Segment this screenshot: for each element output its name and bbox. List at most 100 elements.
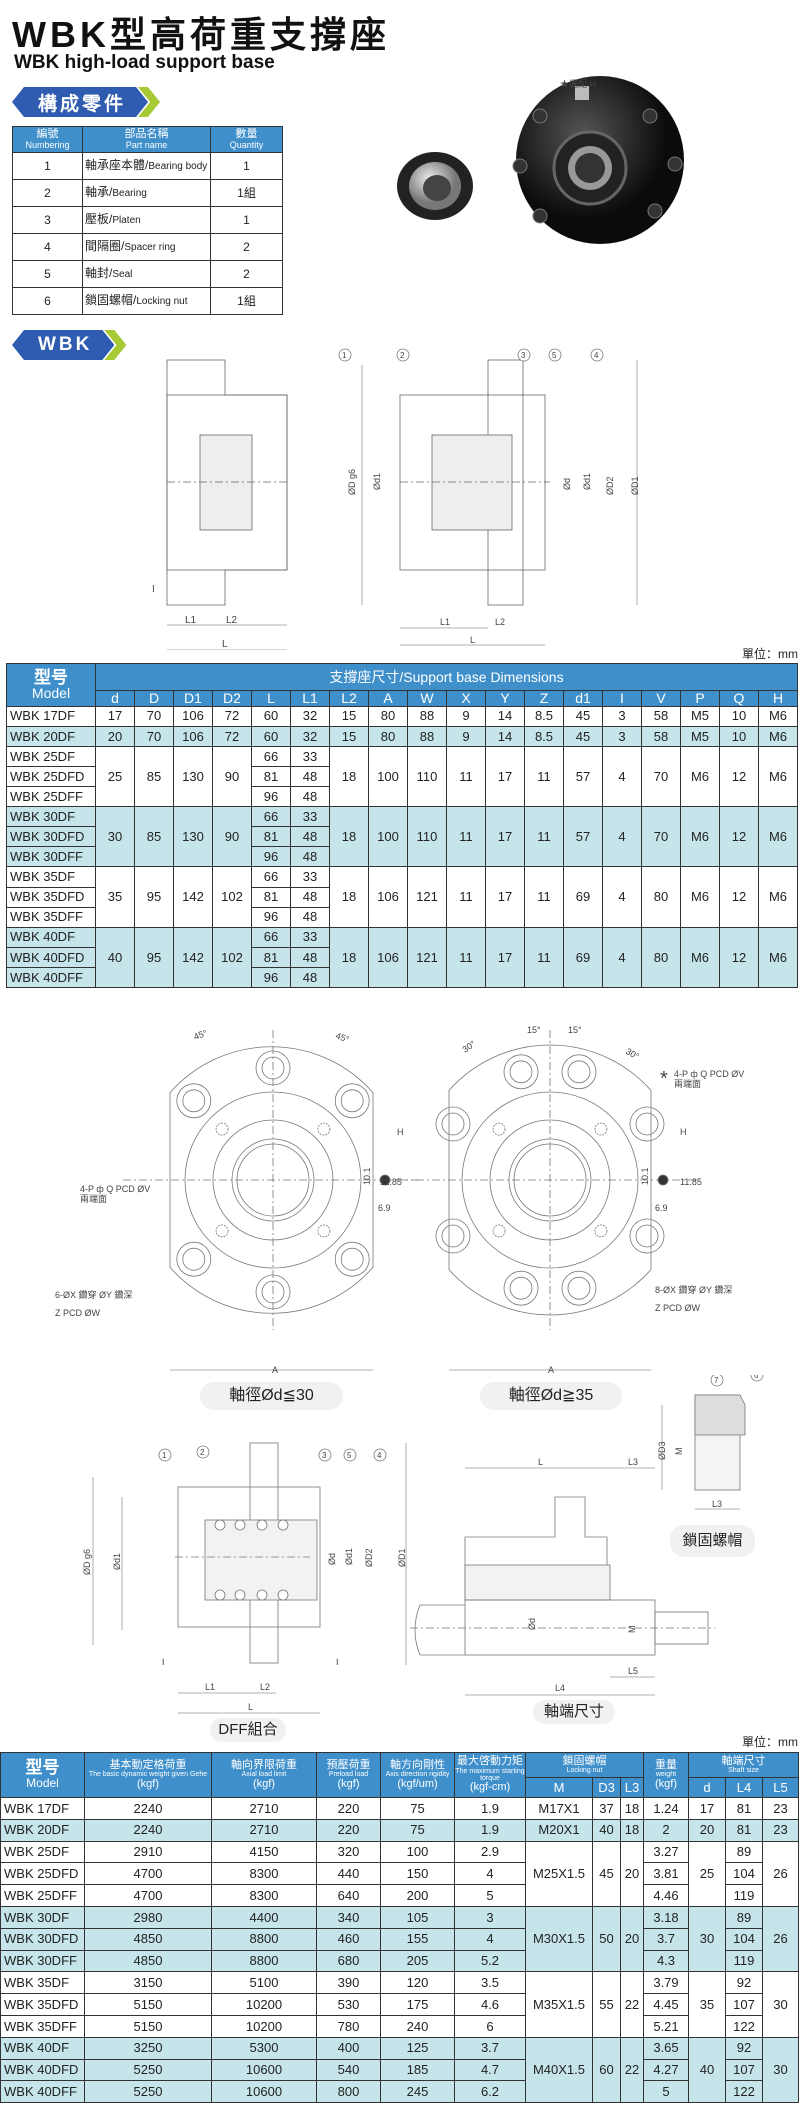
value-cell: 460 (316, 1927, 381, 1951)
svg-text:Ød: Ød (327, 1553, 337, 1565)
bolt-hole-inner (441, 1112, 465, 1136)
dimension-cell: 18 (329, 745, 369, 808)
value-cell: 4700 (84, 1862, 212, 1886)
dimension-cell: 58 (641, 725, 681, 747)
part-number: 3 (12, 206, 83, 234)
dimension-cell: 80 (368, 725, 408, 747)
part-name: 壓板/Platen (82, 206, 211, 234)
svg-text:11.85: 11.85 (680, 1177, 702, 1187)
dimension-cell: 106 (173, 705, 213, 727)
svg-text:30°: 30° (624, 1046, 641, 1062)
dimension-cell: 11 (446, 866, 486, 928)
value-cell: 5150 (84, 2014, 212, 2038)
dimension-cell: 110 (407, 806, 447, 868)
column-header-d: D (134, 690, 174, 707)
unit-label: 單位：mm (742, 1735, 798, 1749)
svg-text:ØD g6: ØD g6 (82, 1549, 92, 1575)
weight-cell: 3.79 (643, 1971, 689, 1995)
value-cell: 5 (454, 1884, 526, 1907)
value-cell: 8800 (211, 1949, 317, 1973)
caption-large-shaft: 軸徑Ød≧35 (480, 1382, 622, 1410)
dimension-cell: 80 (641, 866, 681, 928)
value-cell: 200 (380, 1884, 455, 1907)
header-l5: L5 (762, 1777, 799, 1798)
bolt-hole-inner (567, 1276, 591, 1300)
value-cell: 3250 (84, 2036, 212, 2060)
dimension-cell: 11 (524, 745, 564, 808)
dimension-cell: M5 (680, 725, 720, 747)
dimension-cell: M6 (758, 705, 798, 727)
column-header-l1: L1 (290, 690, 330, 707)
svg-text:L: L (538, 1457, 543, 1467)
svg-text:3: 3 (521, 351, 526, 360)
value-cell: 4.6 (454, 1993, 526, 2016)
shaft-d-cell: 35 (688, 1971, 726, 2038)
weight-cell: 4.46 (643, 1884, 689, 1907)
model-cell: WBK 25DF (6, 745, 96, 767)
model-cell: WBK 30DFD (0, 1927, 85, 1951)
dimension-cell: 18 (329, 806, 369, 868)
dimension-cell: 17 (485, 806, 525, 868)
value-cell: 75 (380, 1797, 455, 1820)
dimension-cell: 17 (485, 926, 525, 989)
bolt-hole-inner (567, 1060, 591, 1084)
dimension-cell-l1: 48 (290, 966, 330, 989)
dimension-cell: 70 (641, 745, 681, 808)
model-cell: WBK 35DFD (0, 1993, 85, 2016)
dimension-cell-l1: 32 (290, 705, 330, 727)
shaft-d-cell: 40 (688, 2036, 726, 2104)
value-cell: 400 (316, 2036, 381, 2060)
bolt-hole-inner (182, 1247, 206, 1271)
svg-text:30°: 30° (460, 1038, 477, 1054)
value-cell: 10200 (211, 2014, 317, 2038)
value-cell: 105 (380, 1905, 455, 1929)
dimension-cell: 4 (602, 926, 642, 989)
locking-nut-l3: 18 (620, 1818, 644, 1842)
svg-text:6: 6 (754, 1375, 759, 1380)
svg-text:ØD1: ØD1 (397, 1548, 407, 1567)
svg-text:H: H (680, 1127, 687, 1137)
part-quantity: 1 (210, 206, 283, 234)
dimension-cell: M6 (758, 926, 798, 989)
value-cell: 390 (316, 1971, 381, 1995)
dimension-cell-l: 66 (251, 926, 291, 948)
value-cell: 5.2 (454, 1949, 526, 1973)
caption-dff: DFF組合 (210, 1718, 286, 1742)
value-cell: 6.2 (454, 2080, 526, 2104)
dimension-cell: 130 (173, 806, 213, 868)
tapped-hole (594, 1122, 608, 1136)
shaft-l4-cell: 104 (725, 1862, 763, 1886)
shaft-l4-cell: 119 (725, 1949, 763, 1973)
tapped-hole (492, 1224, 506, 1238)
caption-locking-nut: 鎖固螺帽 (670, 1525, 755, 1557)
dimension-cell: 8.5 (524, 725, 564, 747)
weight-cell: 3.18 (643, 1905, 689, 1929)
svg-text:Z PCD ØW: Z PCD ØW (655, 1303, 701, 1313)
model-cell: WBK 40DFF (0, 2080, 85, 2104)
dimension-cell: 17 (485, 866, 525, 928)
model-cell: WBK 30DFF (0, 1949, 85, 1973)
part-quantity: 1 (210, 152, 283, 180)
model-cell: WBK 40DFF (6, 966, 96, 989)
dimension-cell: 70 (641, 806, 681, 868)
dimension-cell: 4 (602, 866, 642, 928)
svg-text:A: A (548, 1365, 554, 1375)
value-cell: 125 (380, 2036, 455, 2060)
locking-nut-d3: 37 (592, 1797, 621, 1820)
dimension-cell-l: 66 (251, 745, 291, 767)
value-cell: 150 (380, 1862, 455, 1886)
weight-cell: 4.45 (643, 1993, 689, 2016)
